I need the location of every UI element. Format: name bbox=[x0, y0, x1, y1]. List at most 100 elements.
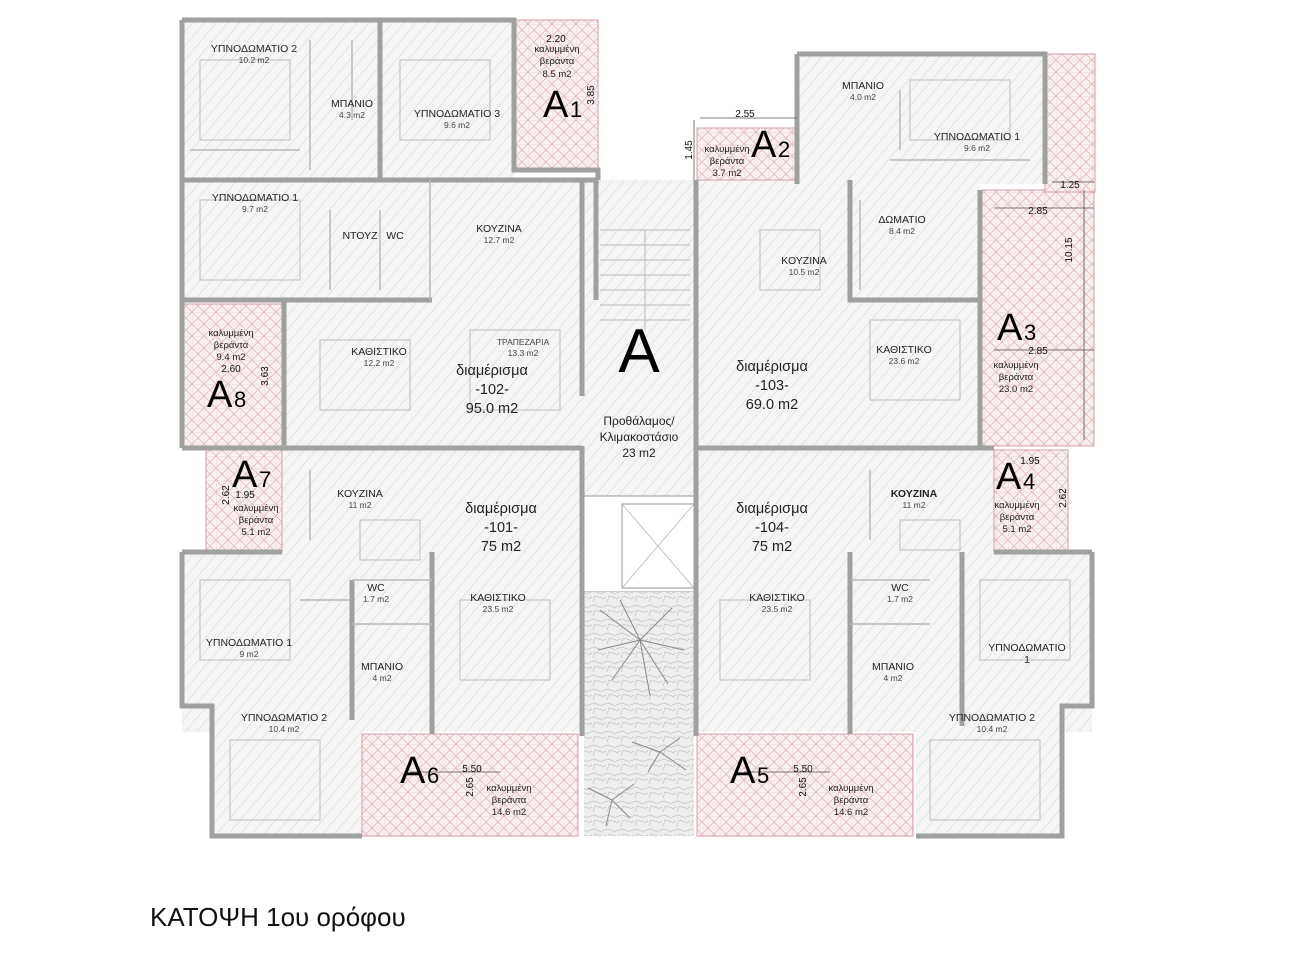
room-name: ΚΑΘΙΣΤΙΚΟ bbox=[470, 592, 526, 604]
dimension-label: 3.63 bbox=[260, 366, 271, 386]
apartment-101-area: 75 m2 bbox=[481, 539, 521, 555]
balcony-a7-line1: καλυμμένη bbox=[233, 503, 278, 514]
dimension-label: 3.85 bbox=[586, 85, 597, 105]
core-letter: A bbox=[618, 317, 660, 386]
room-name: ΚΟΥΖΙΝΑ bbox=[476, 223, 521, 235]
dimension-label: 5.50 bbox=[793, 764, 813, 775]
dimension-label: 10.15 bbox=[1064, 237, 1075, 262]
plant-icon bbox=[587, 737, 687, 827]
floor-areas bbox=[182, 20, 1092, 838]
balcony-a3-area: 23.0 m2 bbox=[999, 384, 1033, 395]
room-name: ΜΠΑΝΙΟ bbox=[331, 98, 373, 110]
apartment-104-label: διαμέρισμα bbox=[736, 501, 808, 517]
apartment-101-label: διαμέρισμα bbox=[465, 501, 537, 517]
room-name: ΚΑΘΙΣΤΙΚΟ bbox=[876, 344, 932, 356]
apartment-103-label: διαμέρισμα bbox=[736, 359, 808, 375]
balcony-a6-line1: καλυμμένη bbox=[486, 783, 531, 794]
balcony-a1-line2: βεράντα bbox=[540, 56, 575, 67]
balcony-a3-num: 3 bbox=[1024, 320, 1036, 345]
room-area: 10.4 m2 bbox=[269, 724, 300, 734]
room-area: 23.5 m2 bbox=[762, 604, 793, 614]
room-area: 1 bbox=[1024, 654, 1030, 666]
dimension-label: 5.50 bbox=[462, 764, 482, 775]
room-name: WC bbox=[386, 230, 404, 242]
room-area: 10.2 m2 bbox=[239, 55, 270, 65]
apartment-102-label: διαμέρισμα bbox=[456, 363, 528, 379]
lobby-label-line2: Κλιμακοστάσιο bbox=[600, 430, 679, 444]
balcony-a1-num: 1 bbox=[570, 97, 582, 122]
room-area: 12.2 m2 bbox=[364, 358, 395, 368]
balcony-a3-tag: A bbox=[997, 307, 1023, 349]
dimension-label: 2.20 bbox=[546, 34, 566, 45]
apartment-104-area: 75 m2 bbox=[752, 539, 792, 555]
apartment-103-area: 69.0 m2 bbox=[746, 397, 798, 413]
room-name: ΜΠΑΝΙΟ bbox=[842, 80, 884, 92]
balcony-a5-tag: A bbox=[730, 750, 756, 792]
room-area: 9.7 m2 bbox=[242, 204, 268, 214]
room-name: ΥΠΝΟΔΩΜΑΤΙΟ 1 bbox=[934, 131, 1020, 143]
balcony-a2-line2: βεράντα bbox=[710, 156, 745, 167]
dimension-lines bbox=[410, 117, 1094, 773]
room-area: 11 m2 bbox=[349, 500, 372, 510]
balcony-a6-line2: βεράντα bbox=[492, 795, 527, 806]
dimension-label: 2.60 bbox=[221, 364, 241, 375]
room-area: 11 m2 bbox=[903, 500, 926, 510]
dimension-label: 2.55 bbox=[735, 109, 755, 120]
room-name: ΚΟΥΖΙΝΑ bbox=[781, 255, 826, 267]
room-name: ΤΡΑΠΕΖΑΡΙΑ bbox=[497, 337, 550, 347]
dimension-label: 1.95 bbox=[1020, 456, 1040, 467]
room-area: 4 m2 bbox=[373, 673, 392, 683]
balconies bbox=[181, 19, 1096, 837]
balcony-a2-num: 2 bbox=[778, 137, 790, 162]
room-area: 23.5 m2 bbox=[483, 604, 514, 614]
balcony-a7-num: 7 bbox=[259, 467, 271, 492]
apartment-104-number: -104- bbox=[755, 520, 789, 536]
room-name: WC bbox=[891, 582, 909, 594]
dimension-label: 2.62 bbox=[1058, 488, 1069, 508]
room-name: ΥΠΝΟΔΩΜΑΤΙΟ 2 bbox=[241, 712, 327, 724]
room-name: ΥΠΝΟΔΩΜΑΤΙΟ bbox=[988, 642, 1065, 654]
lobby-label-line1: Προθάλαμος/ bbox=[603, 414, 675, 428]
balcony-a7-area: 5.1 m2 bbox=[241, 527, 270, 538]
room-name: ΔΩΜΑΤΙΟ bbox=[878, 214, 925, 226]
lobby-area: 23 m2 bbox=[622, 446, 656, 460]
room-area: 9.6 m2 bbox=[444, 120, 470, 130]
room-name: ΥΠΝΟΔΩΜΑΤΙΟ 1 bbox=[206, 637, 292, 649]
balcony-a5-area: 14.6 m2 bbox=[834, 807, 868, 818]
room-name: ΜΠΑΝΙΟ bbox=[872, 661, 914, 673]
dimension-label: 2.85 bbox=[1028, 206, 1048, 217]
core-labels: A Προθάλαμος/ Κλιμακοστάσιο 23 m2 bbox=[600, 317, 679, 460]
room-labels: ΥΠΝΟΔΩΜΑΤΙΟ 2 10.2 m2 ΜΠΑΝΙΟ 4.3 m2 ΥΠΝΟ… bbox=[206, 43, 1066, 734]
balcony-a4-num: 4 bbox=[1023, 469, 1035, 494]
balcony-a4-line2: βεράντα bbox=[1000, 512, 1035, 523]
room-name: ΥΠΝΟΔΩΜΑΤΙΟ 1 bbox=[212, 192, 298, 204]
apartment-102-area: 95.0 m2 bbox=[466, 401, 518, 417]
dimension-label: 2.65 bbox=[465, 777, 476, 797]
dimension-label: 2.62 bbox=[221, 485, 232, 505]
palm-tree-icon bbox=[597, 599, 685, 697]
thin-walls bbox=[190, 40, 1030, 625]
dimension-label: 1.45 bbox=[684, 140, 695, 160]
balcony-a1-tag: A bbox=[543, 84, 569, 126]
plan-title: ΚΑΤΟΨΗ 1ου ορόφου bbox=[150, 902, 406, 932]
room-area: 1.7 m2 bbox=[363, 594, 389, 604]
room-area: 4.0 m2 bbox=[850, 92, 876, 102]
room-area: 9 m2 bbox=[240, 649, 259, 659]
balcony-a8-num: 8 bbox=[234, 387, 246, 412]
room-name: ΥΠΝΟΔΩΜΑΤΙΟ 2 bbox=[949, 712, 1035, 724]
dimension-labels: 2.20 3.85 2.55 1.45 1.25 2.85 10.15 2.85… bbox=[221, 34, 1080, 797]
room-name: ΥΠΝΟΔΩΜΑΤΙΟ 3 bbox=[414, 108, 500, 120]
balcony-a7-tag: A bbox=[232, 454, 258, 496]
apartment-101-number: -101- bbox=[484, 520, 518, 536]
apartment-103-number: -103- bbox=[755, 378, 789, 394]
room-name: ΚΑΘΙΣΤΙΚΟ bbox=[351, 346, 407, 358]
balcony-a3-line1: καλυμμένη bbox=[993, 360, 1038, 371]
balcony-a8-tag: A bbox=[207, 374, 233, 416]
room-area: 9.6 m2 bbox=[964, 143, 990, 153]
balcony-a8-line2: βεράντα bbox=[214, 340, 249, 351]
room-area: 13.3 m2 bbox=[508, 348, 539, 358]
dimension-label: 1.25 bbox=[1060, 180, 1080, 191]
balcony-labels: καλυμμένη βεράντα 8.5 m2 A 1 καλυμμένη β… bbox=[207, 44, 1040, 818]
room-area: 8.4 m2 bbox=[889, 226, 915, 236]
